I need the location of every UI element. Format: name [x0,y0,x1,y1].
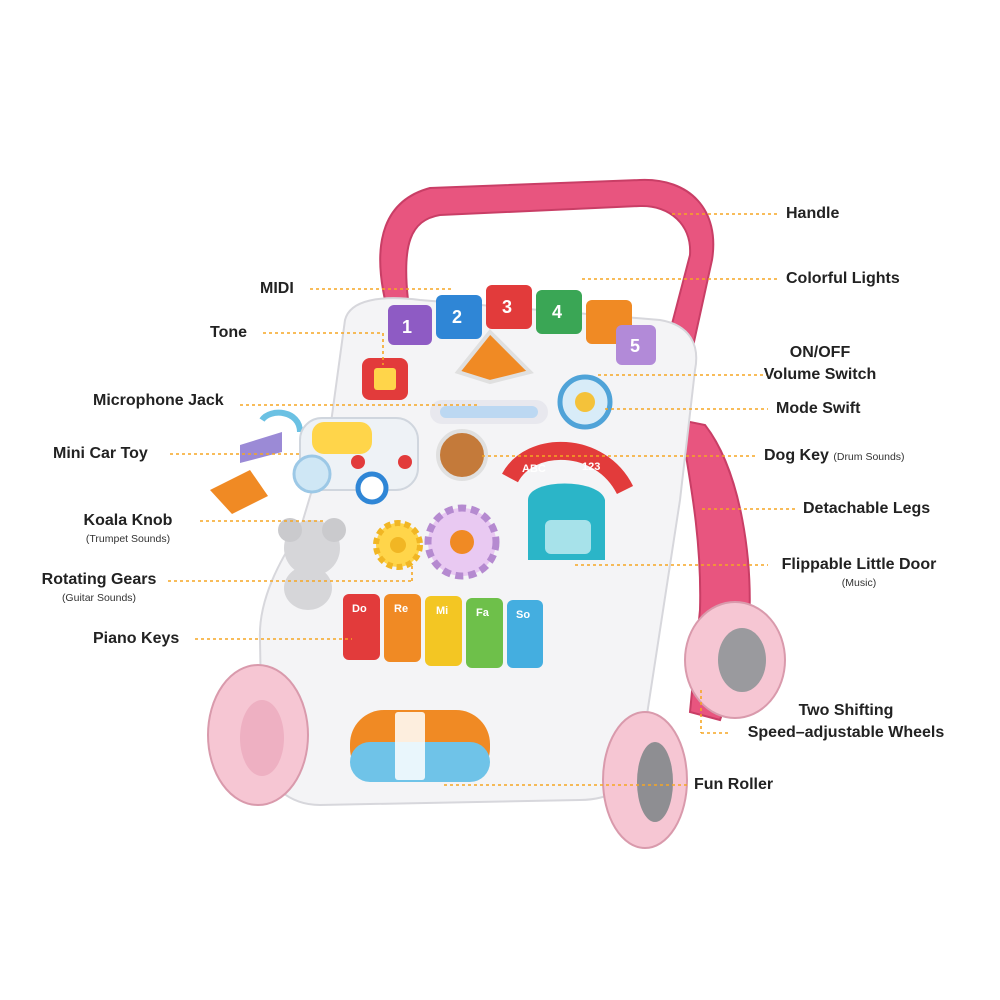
light-key-number: 3 [502,297,512,317]
teether-keys [210,409,303,514]
colorful-light-keys: 1 2 3 4 5 [388,285,656,365]
label-wheels-line1: Two Shifting [798,702,894,719]
light-key-number: 1 [402,317,412,337]
label-microphone-jack: Microphone Jack [93,392,224,409]
label-rotating-gears: Rotating Gears (Guitar Sounds) [28,569,170,605]
piano-key-label: Do [352,603,367,615]
light-key-number: 5 [630,336,640,356]
light-key-number: 4 [552,302,562,322]
label-wheels: Two Shifting Speed–adjustable Wheels [732,700,960,744]
num123-print: 123 [582,461,600,473]
fun-roller-shape [350,710,490,782]
piano-key-label: So [516,609,530,621]
label-koala-knob-text: Koala Knob [83,512,173,529]
piano-key-label: Mi [436,605,448,617]
label-on-off: ON/OFF Volume Switch [760,342,880,386]
label-dog-key-text: Dog Key [764,447,829,464]
label-rotating-gears-sub: (Guitar Sounds) [61,592,137,604]
label-flippable-door-text: Flippable Little Door [781,556,937,573]
label-colorful-lights: Colorful Lights [786,270,900,287]
mini-car-shape [292,417,419,505]
label-koala-knob: Koala Knob (Trumpet Sounds) [60,510,196,546]
label-wheels-line2: Speed–adjustable Wheels [747,724,945,741]
light-key-number: 2 [452,307,462,327]
label-mode-swift: Mode Swift [776,400,861,417]
dog-key-shape [436,429,488,481]
abc-arch [502,441,634,495]
label-on-off-line2: Volume Switch [763,366,877,383]
label-handle: Handle [786,205,840,222]
label-flippable-door-sub: (Music) [841,577,877,589]
piano-key-label: Fa [476,607,490,619]
label-on-off-line1: ON/OFF [789,344,851,361]
label-dog-key: Dog Key (Drum Sounds) [764,445,905,467]
label-piano-keys: Piano Keys [93,630,180,647]
piano-key-label: Re [394,603,408,615]
label-koala-knob-sub: (Trumpet Sounds) [85,533,171,545]
label-fun-roller: Fun Roller [694,776,774,793]
label-mini-car-toy: Mini Car Toy [53,445,148,462]
triangle-button-shape [454,329,534,385]
koala-knob-shape [278,518,346,610]
label-flippable-door: Flippable Little Door (Music) [770,554,948,590]
label-midi: MIDI [260,280,294,297]
leader-lines [168,213,796,786]
abc-print: ABC [522,463,546,475]
rotating-gears-shape [373,504,500,580]
label-tone: Tone [210,324,248,341]
label-dog-key-sub: (Drum Sounds) [833,451,905,463]
label-rotating-gears-text: Rotating Gears [41,571,157,588]
piano-keys-shape: Do Re Mi Fa So [343,594,543,668]
label-detachable-legs: Detachable Legs [803,500,931,517]
